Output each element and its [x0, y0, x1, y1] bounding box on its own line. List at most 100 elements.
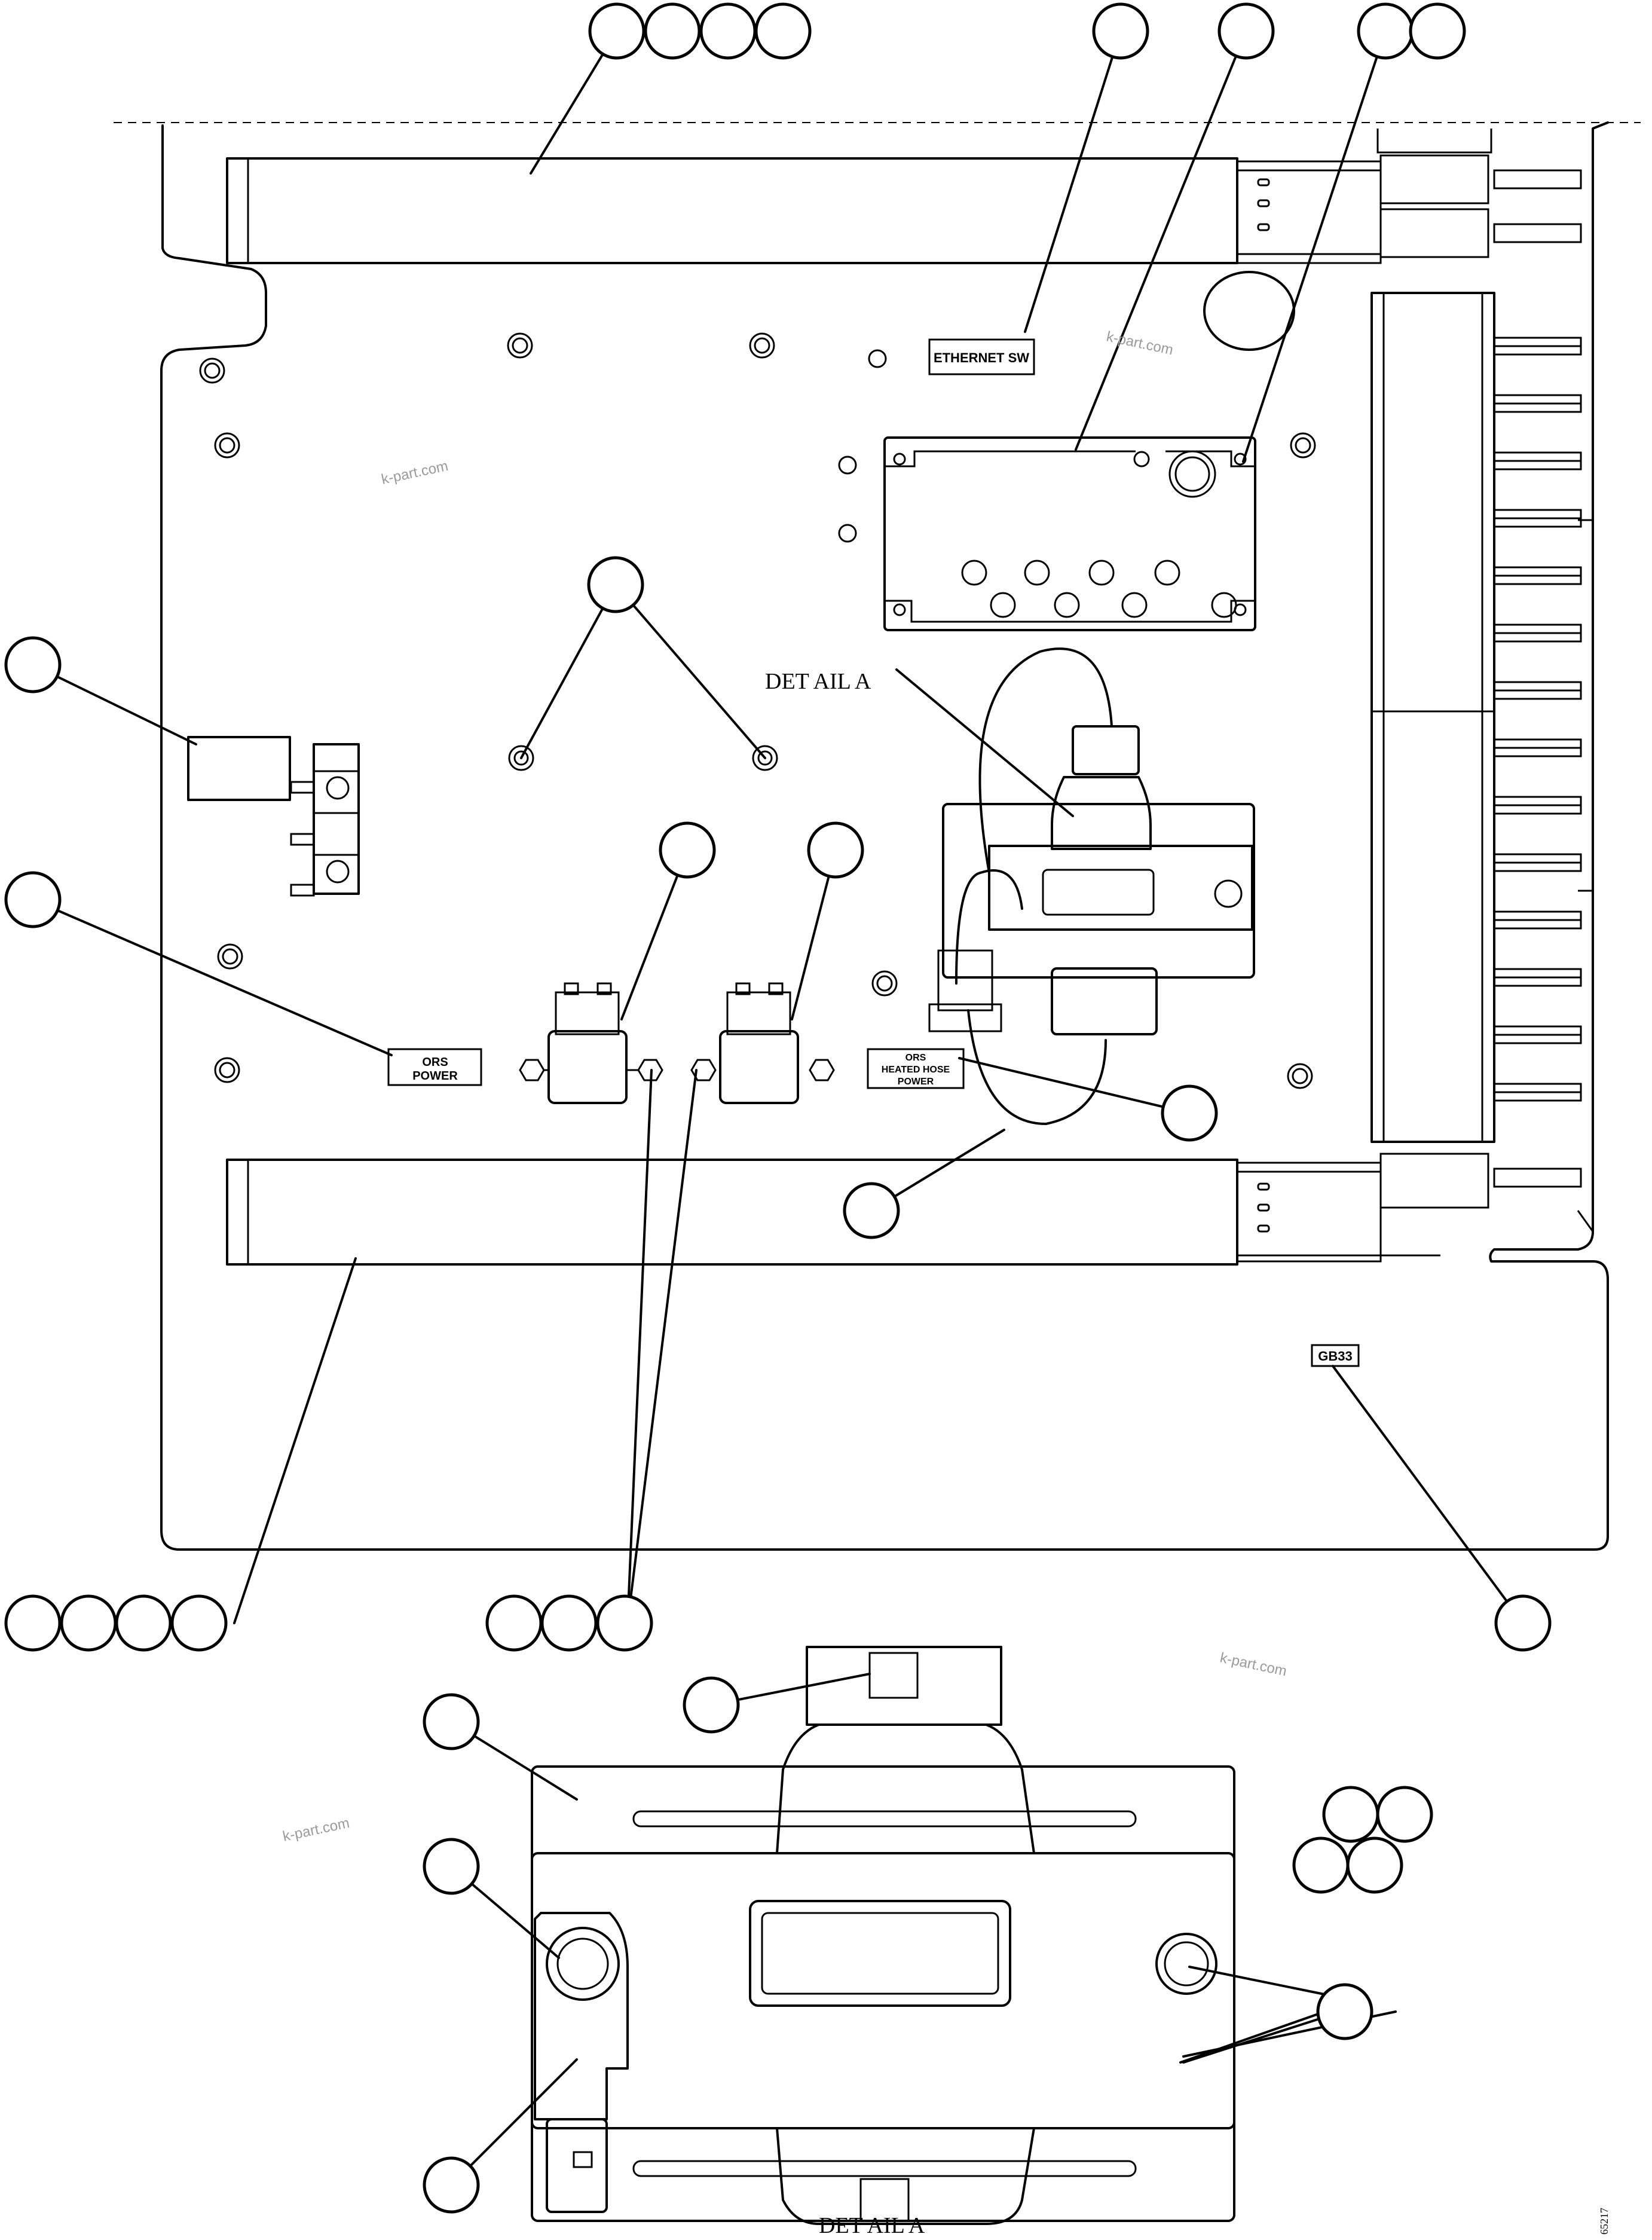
gb33-label: GB33 [1318, 1349, 1352, 1364]
bottom-wire-duct [226, 1159, 1440, 1266]
heated-hose-label-line2: HEATED HOSE [882, 1065, 950, 1075]
callout-balloon [4, 871, 62, 928]
callout-balloon [1409, 2, 1466, 60]
leader-line [791, 849, 837, 1020]
heated-hose-label-box [867, 1048, 965, 1089]
hose-connector-assembly [928, 647, 1255, 1125]
leader-line [895, 668, 1074, 817]
callout-balloons [4, 2, 1552, 2214]
mounting-screw [871, 970, 898, 997]
ethernet-port [1088, 560, 1115, 586]
main-panel-outline [160, 121, 1609, 1551]
leader-line [626, 1069, 697, 1624]
callout-balloon [423, 1838, 480, 1895]
callout-balloon [1494, 1594, 1552, 1652]
module-corner-screw [893, 603, 906, 616]
callout-balloon [1161, 1084, 1218, 1142]
relay-block-left [519, 982, 663, 1104]
callout-balloon [699, 2, 757, 60]
mounting-screw [868, 349, 887, 368]
callout-balloon [1322, 1786, 1379, 1843]
callout-balloon [588, 2, 645, 60]
ethernet-ports [961, 560, 1237, 618]
mounting-screw [749, 332, 775, 359]
mounting-screw [214, 1057, 240, 1083]
detail-a-enlarged-view [531, 1646, 1235, 2225]
callout-balloon [1357, 2, 1414, 60]
mounting-stud-hole [757, 750, 773, 766]
callout-leaders [32, 30, 1524, 2186]
ethernet-port [1054, 592, 1080, 618]
module-corner-screw [893, 453, 906, 466]
callout-balloon [659, 821, 716, 879]
callout-balloon [170, 1594, 228, 1652]
callout-balloon [1316, 1983, 1373, 2040]
mounting-screw-head [219, 1062, 235, 1078]
terminal-fin [1493, 223, 1582, 243]
ethernet-port [1154, 560, 1180, 586]
relay-block-right [690, 982, 835, 1104]
callout-balloon [60, 1594, 117, 1652]
mounting-screw [199, 357, 225, 384]
callout-balloon [485, 1594, 543, 1652]
leader-line [1179, 2004, 1343, 2064]
module-corner-screw [1234, 453, 1247, 466]
watermark: k-part.com [380, 458, 449, 488]
ethernet-port [1024, 560, 1050, 586]
callout-balloon [4, 636, 62, 693]
ors-power-label-line2: POWER [412, 1069, 458, 1083]
right-rail-outline [1376, 129, 1492, 154]
leader-line [233, 1257, 357, 1624]
ors-power-label-line1: ORS [422, 1056, 448, 1069]
top-wire-duct [226, 157, 1382, 264]
mounting-screw [1287, 1063, 1313, 1089]
leader-line [1332, 1365, 1524, 1624]
detail-a-caption-upper: DET AIL A [765, 669, 871, 694]
watermark: k-part.com [282, 1815, 351, 1845]
callout-balloon [683, 1676, 740, 1734]
heated-hose-label-line3: POWER [898, 1077, 934, 1087]
left-fuse-holder [187, 736, 360, 897]
mounting-screw-head [222, 948, 238, 965]
leader-line [1075, 30, 1247, 451]
callout-balloon [843, 1182, 900, 1239]
callout-balloon [807, 821, 864, 879]
drawing-reference-number: 65217 [1598, 2208, 1610, 2235]
ethernet-port [990, 592, 1016, 618]
callout-balloon [587, 556, 644, 613]
callout-balloon [4, 1594, 62, 1652]
detail-a-caption-lower: DET AIL A [819, 2213, 925, 2238]
leader-line [620, 849, 689, 1020]
callout-balloon [423, 2156, 480, 2214]
right-terminal-block [1370, 154, 1495, 1209]
leader-line [958, 1057, 1191, 1114]
callout-balloon [596, 1594, 653, 1652]
callout-balloon [1346, 1836, 1403, 1894]
mounting-screw-head [512, 337, 528, 354]
leader-line [32, 899, 393, 1056]
gb33-label-box [1311, 1344, 1360, 1367]
ethernet-switch-label: ETHERNET SW [934, 350, 1029, 365]
callout-balloon [115, 1594, 172, 1652]
ethernet-port [961, 560, 987, 586]
ethernet-switch-module [883, 436, 1256, 631]
callout-balloon [1376, 1786, 1433, 1843]
callout-balloon [644, 2, 701, 60]
callout-balloon [1292, 1836, 1350, 1894]
ethernet-port [1211, 592, 1237, 618]
callout-balloon [423, 1693, 480, 1750]
watermark: k-part.com [1219, 1649, 1288, 1679]
mounting-screw-head [204, 362, 221, 379]
ethernet-switch-label-box [928, 338, 1035, 375]
mounting-screw [838, 456, 857, 475]
terminal-fin [1493, 1168, 1582, 1188]
callout-balloon [754, 2, 812, 60]
mounting-screws [199, 332, 1316, 1089]
heated-hose-label-line1: ORS [905, 1053, 926, 1063]
leader-line [1242, 30, 1387, 463]
callout-balloon [540, 1594, 598, 1652]
leader-line [32, 664, 197, 745]
mounting-stud-hole [513, 750, 529, 766]
mounting-screw-head [219, 437, 235, 454]
